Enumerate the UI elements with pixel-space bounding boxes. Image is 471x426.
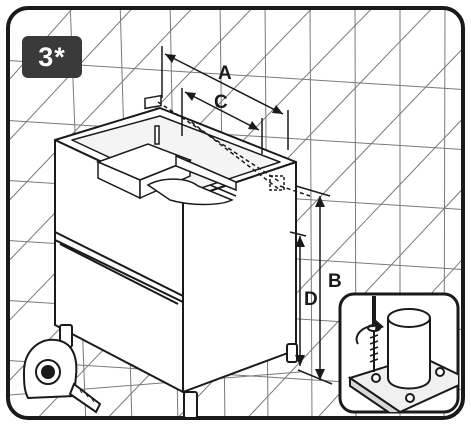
screw-detail-inset [338,292,460,414]
tape-measure-icon [22,338,102,414]
dimension-label-d: D [304,289,318,310]
dimension-label-c: C [214,92,228,113]
cabinet-legs [59,324,298,419]
drawer-separation [54,230,184,305]
inner-drawer-box [95,143,237,206]
dimension-label-a: A [218,63,232,84]
dimension-lines [157,46,333,385]
step-number-badge: 3* [22,36,82,78]
dimension-label-b: B [328,271,342,292]
